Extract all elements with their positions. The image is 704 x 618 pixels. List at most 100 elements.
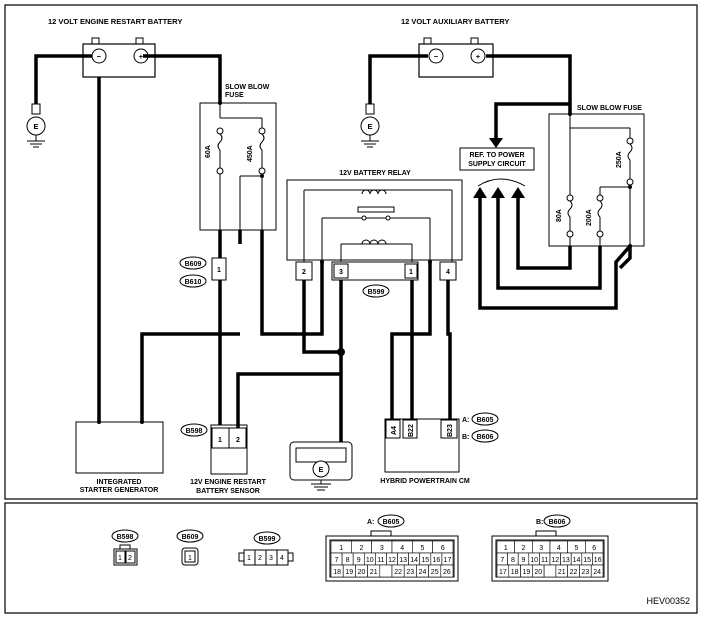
battery-sensor-label-2: BATTERY SENSOR	[196, 488, 260, 495]
b605-pin-number: 15	[421, 557, 429, 564]
b606-pin-number: 6	[592, 545, 596, 552]
slow-blow-fuse-left	[199, 101, 277, 231]
svg-text:SUPPLY CIRCUIT: SUPPLY CIRCUIT	[468, 161, 526, 168]
svg-text:B610: B610	[185, 279, 202, 286]
b605-cell	[379, 564, 393, 578]
b605-pin-number: 2	[360, 545, 364, 552]
b606-pin-number: 9	[522, 557, 526, 564]
connector-b606-badge: B: B606	[462, 429, 499, 443]
isg-label-1: INTEGRATED	[97, 479, 142, 486]
b605-pin-number: 4	[400, 545, 404, 552]
svg-text:2: 2	[128, 555, 132, 562]
arrow-to-ref	[489, 138, 503, 148]
b605-pin-number: 3	[380, 545, 384, 552]
b606-pin-number: 21	[558, 569, 566, 576]
engine-restart-battery: − +	[82, 37, 156, 78]
svg-text:1: 1	[409, 269, 413, 276]
svg-text:REF. TO POWER: REF. TO POWER	[469, 152, 524, 159]
svg-text:A:: A:	[462, 417, 469, 424]
connector-b599-badge: B599	[362, 284, 390, 298]
b605-pin-number: 10	[366, 557, 374, 564]
b606-pin-number: 8	[511, 557, 515, 564]
ground-symbol-right: E	[360, 103, 380, 148]
b605-pin-number: 18	[333, 569, 341, 576]
b605-pin-number: 20	[358, 569, 366, 576]
ref-power-supply-box: REF. TO POWER SUPPLY CIRCUIT	[459, 147, 535, 171]
svg-text:B606: B606	[477, 434, 494, 441]
battery-sensor-label-1: 12V ENGINE RESTART	[190, 479, 266, 486]
svg-text:1: 1	[217, 267, 221, 274]
engine-restart-battery-label: 12 VOLT ENGINE RESTART BATTERY	[48, 17, 182, 26]
isg-label-2: STARTER GENERATOR	[80, 487, 159, 494]
svg-text:A4: A4	[391, 426, 398, 435]
connector-b610-badge: B610	[179, 274, 207, 288]
svg-text:1: 1	[218, 437, 222, 444]
svg-text:2: 2	[302, 269, 306, 276]
b606-pin-number: 24	[593, 569, 601, 576]
connector-b598-badge: B598	[180, 423, 208, 437]
b606-pin-number: 13	[562, 557, 570, 564]
svg-text:3: 3	[269, 555, 273, 562]
connector-b609-badge: B609	[179, 256, 207, 270]
svg-text:B599: B599	[368, 289, 385, 296]
b606-pin-number: 15	[583, 557, 591, 564]
b605-pin-number: 26	[443, 569, 451, 576]
svg-text:3: 3	[339, 269, 343, 276]
hybrid-powertrain-cm: A4 B22 B23	[384, 418, 460, 473]
ground-symbol-left: E	[26, 103, 46, 148]
b605-pin-number: 14	[410, 557, 418, 564]
svg-text:B606: B606	[549, 519, 566, 526]
svg-text:B605: B605	[383, 519, 400, 526]
b605-pin-number: 8	[346, 557, 350, 564]
battery-sensor: 1 2	[210, 424, 248, 475]
b606-cell	[543, 564, 557, 578]
fuse-450a-label: 450A	[247, 145, 254, 162]
svg-text:B609: B609	[182, 534, 199, 541]
svg-text:B599: B599	[259, 536, 276, 543]
b605-cell	[440, 564, 454, 578]
svg-text:B609: B609	[185, 261, 202, 268]
integrated-starter-generator	[75, 420, 164, 474]
b606-pin-number: 14	[573, 557, 581, 564]
legend-frame	[4, 502, 698, 614]
b606-pin-number: 12	[551, 557, 559, 564]
b605-pin-number: 5	[421, 545, 425, 552]
b606-pin-number: 10	[530, 557, 538, 564]
fuse-60a-label: 60A	[205, 145, 212, 158]
svg-text:+: +	[476, 52, 481, 61]
svg-text:B:: B:	[536, 519, 543, 526]
b606-pin-number: 22	[570, 569, 578, 576]
connector-b605-badge: A: B605	[462, 412, 499, 426]
svg-text:4: 4	[446, 269, 450, 276]
svg-text:1: 1	[247, 555, 251, 562]
slow-blow-fuse-left-label-2: FUSE	[225, 92, 244, 99]
b606-pin-number: 16	[594, 557, 602, 564]
svg-text:2: 2	[258, 555, 262, 562]
connector-b609: 1	[211, 257, 227, 281]
svg-text:1: 1	[188, 555, 192, 562]
b606-pin-number: 11	[541, 557, 548, 564]
b605-pin-number: 12	[388, 557, 396, 564]
b605-pin-number: 23	[406, 569, 414, 576]
b605-pin-number: 22	[394, 569, 402, 576]
battery-relay-label: 12V BATTERY RELAY	[339, 170, 411, 177]
slow-blow-fuse-right	[548, 112, 645, 248]
legend-b599: B599 1 2 3 4	[238, 531, 294, 566]
b606-pin-number: 17	[499, 569, 507, 576]
b606-pin-number: 23	[581, 569, 589, 576]
b606-pin-number: 19	[523, 569, 531, 576]
slow-blow-fuse-right-label: SLOW BLOW FUSE	[577, 105, 642, 112]
b605-pin-number: 1	[339, 545, 343, 552]
slow-blow-fuse-left-label: SLOW BLOW	[225, 84, 270, 91]
ground-block: E	[289, 441, 353, 491]
b605-pin-number: 19	[345, 569, 353, 576]
b606-pin-number: 18	[511, 569, 519, 576]
b605-pin-number: 7	[335, 557, 339, 564]
svg-text:E: E	[367, 122, 372, 131]
b606-pin-number: 4	[557, 545, 561, 552]
svg-text:A:: A:	[367, 519, 374, 526]
b605-pin-number: 16	[432, 557, 440, 564]
legend-b609: B609 1	[176, 529, 204, 566]
